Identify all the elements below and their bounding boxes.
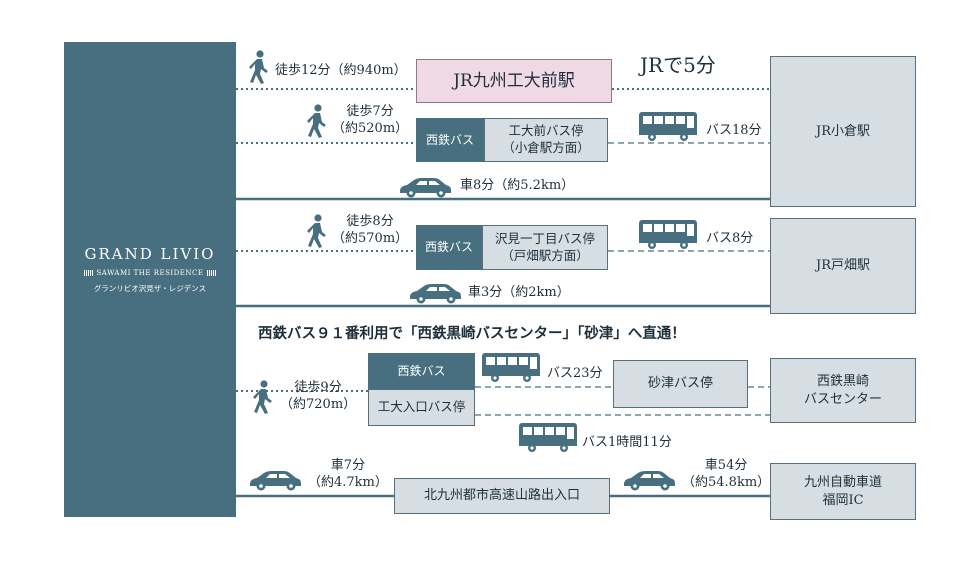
car-distance-expressway-left: （約4.7km） <box>308 474 388 490</box>
bus-91-headline: 西鉄バス９１番利用で「西鉄黒崎バスセンター」「砂津」へ直通！ <box>258 326 686 342</box>
expressway-entrance: 北九州都市高速山路出入口 <box>394 478 610 514</box>
car-time-tobata: 車3分（約2km） <box>468 285 570 300</box>
bus-icon <box>639 112 697 141</box>
walking-person-icon <box>307 214 326 248</box>
walk-time-kodai-line1: 徒歩7分 <box>346 104 394 119</box>
walk-distance-kodai-iriguchi: （約720m） <box>280 396 357 412</box>
bus-time-sawami: バス8分 <box>706 231 754 246</box>
bars-ornament <box>206 270 217 276</box>
station-jr-tobata: JR戸畑駅 <box>770 218 916 314</box>
stop-sawami-direction: （戸畑駅方面） <box>501 247 589 263</box>
car-time-expressway-left-line1: 車7分 <box>330 458 366 473</box>
walk-time-sawami: 徒歩8分 （約570m） <box>332 214 408 248</box>
bus-time-kurosaki: バス1時間11分 <box>582 435 672 450</box>
bars-ornament <box>83 270 94 276</box>
stop-kurosaki-line2: バスセンター <box>803 391 882 407</box>
car-distance-expressway-right: （約54.8km） <box>682 474 771 490</box>
stop-kurosaki-bus-center: 西鉄黒崎 バスセンター <box>770 358 916 423</box>
walking-person-icon <box>253 380 272 414</box>
brand-kana: グランリビオ沢見ザ・レジデンス <box>93 284 207 293</box>
walk-time-sawami-line1: 徒歩8分 <box>346 214 394 229</box>
bus-icon <box>639 220 697 249</box>
bus-icon <box>482 353 540 382</box>
bus-icon <box>519 423 577 452</box>
walk-distance-sawami: （約570m） <box>332 230 409 246</box>
brand-subtitle-row: SAWAMI THE RESIDENCE <box>64 269 236 277</box>
station-jr-kyudai: JR九州工大前駅 <box>416 59 612 103</box>
stop-sawami-name: 沢見一丁目バス停 <box>494 230 595 246</box>
walking-person-icon <box>249 50 268 84</box>
stop-sawami: 沢見一丁目バス停 （戸畑駅方面） <box>482 225 608 270</box>
stop-sunatsu: 砂津バス停 <box>613 360 748 408</box>
car-time-expressway-left: 車7分 （約4.7km） <box>308 458 388 492</box>
walk-time-kodai-iriguchi-line1: 徒歩9分 <box>294 380 342 395</box>
brand-subtitle: SAWAMI THE RESIDENCE <box>96 269 204 277</box>
bus-time-kodai: バス18分 <box>706 123 762 138</box>
walking-person-icon <box>307 104 326 138</box>
operator-nishitetsu-sawami: 西鉄バス <box>416 225 482 270</box>
car-time-expressway-right: 車54分 （約54.8km） <box>682 458 770 492</box>
car-time-kokura: 車8分（約5.2km） <box>460 178 575 193</box>
walk-time-kodai: 徒歩7分 （約520m） <box>332 104 408 138</box>
walk-time-kyudai: 徒歩12分（約940m） <box>275 63 407 78</box>
operator-nishitetsu-kodai-iriguchi: 西鉄バス <box>368 353 475 389</box>
fukuoka-ic-line2: 福岡IC <box>822 492 864 508</box>
brand-panel: GRAND LIVIO SAWAMI THE RESIDENCE グランリビオ沢… <box>64 42 236 517</box>
operator-nishitetsu-kodai: 西鉄バス <box>416 118 484 162</box>
stop-kurosaki-line1: 西鉄黒崎 <box>816 373 869 389</box>
fukuoka-ic: 九州自動車道 福岡IC <box>770 463 916 520</box>
stop-kodai-mae-direction: （小倉駅方面） <box>502 140 590 155</box>
train-time-kyudai: JRで5分 <box>640 53 716 77</box>
walk-time-kodai-iriguchi: 徒歩9分 （約720m） <box>280 380 356 414</box>
car-icon <box>400 178 451 198</box>
car-time-expressway-right-line1: 車54分 <box>704 458 748 473</box>
car-icon <box>624 471 675 491</box>
stop-kodai-mae: 工大前バス停 （小倉駅方面） <box>484 118 608 162</box>
bus-time-sunatsu: バス23分 <box>547 366 603 381</box>
station-jr-kokura: JR小倉駅 <box>770 56 916 207</box>
fukuoka-ic-line1: 九州自動車道 <box>803 474 882 490</box>
walk-distance-kodai: （約520m） <box>332 120 409 136</box>
car-icon <box>250 471 301 491</box>
car-icon <box>410 284 461 304</box>
stop-kodai-iriguchi: 工大入口バス停 <box>368 389 475 426</box>
brand-title: GRAND LIVIO <box>84 245 216 263</box>
stop-kodai-mae-name: 工大前バス停 <box>508 123 584 139</box>
